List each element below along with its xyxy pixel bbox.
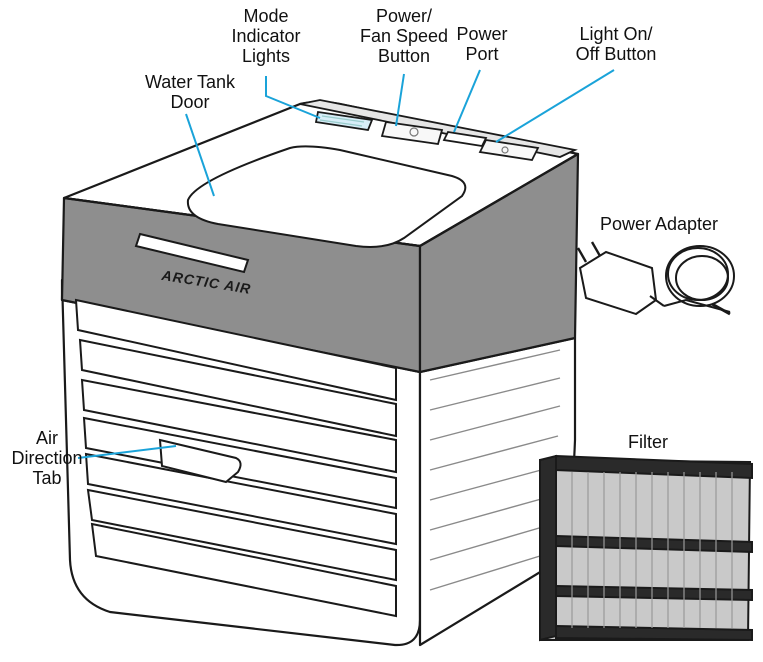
leader-mode-indicator [265,76,321,119]
leader-air-direction-tab [77,445,177,459]
filter [539,454,753,642]
label-air-direction-tab: Air Direction Tab [11,428,83,488]
label-light-on-off-button: Light On/ Off Button [575,24,657,64]
air-direction-tab [158,438,242,484]
light-icon [501,146,509,154]
label-filter: Filter [628,432,668,452]
label-mode-indicator-lights: Mode Indicator Lights [231,6,301,66]
label-power-adapter: Power Adapter [599,214,719,234]
control-strip [299,99,578,161]
leader-water-tank-door [185,113,215,197]
label-power-fan-speed-button: Power/ Fan Speed Button [359,6,449,66]
water-tank-door [134,145,467,274]
fan-icon [409,127,419,137]
label-power-port: Power Port [456,24,508,64]
label-water-tank-door: Water Tank Door [144,72,236,112]
leader-power-port [453,69,481,133]
leader-power-fan-speed [395,73,405,127]
side-louvers [429,349,561,591]
light-on-off-button [478,139,540,161]
front-louvers [74,298,397,618]
power-adapter [576,241,735,316]
power-fan-speed-button [380,120,444,146]
leader-light-button [495,69,615,143]
leader-lines [77,69,615,459]
